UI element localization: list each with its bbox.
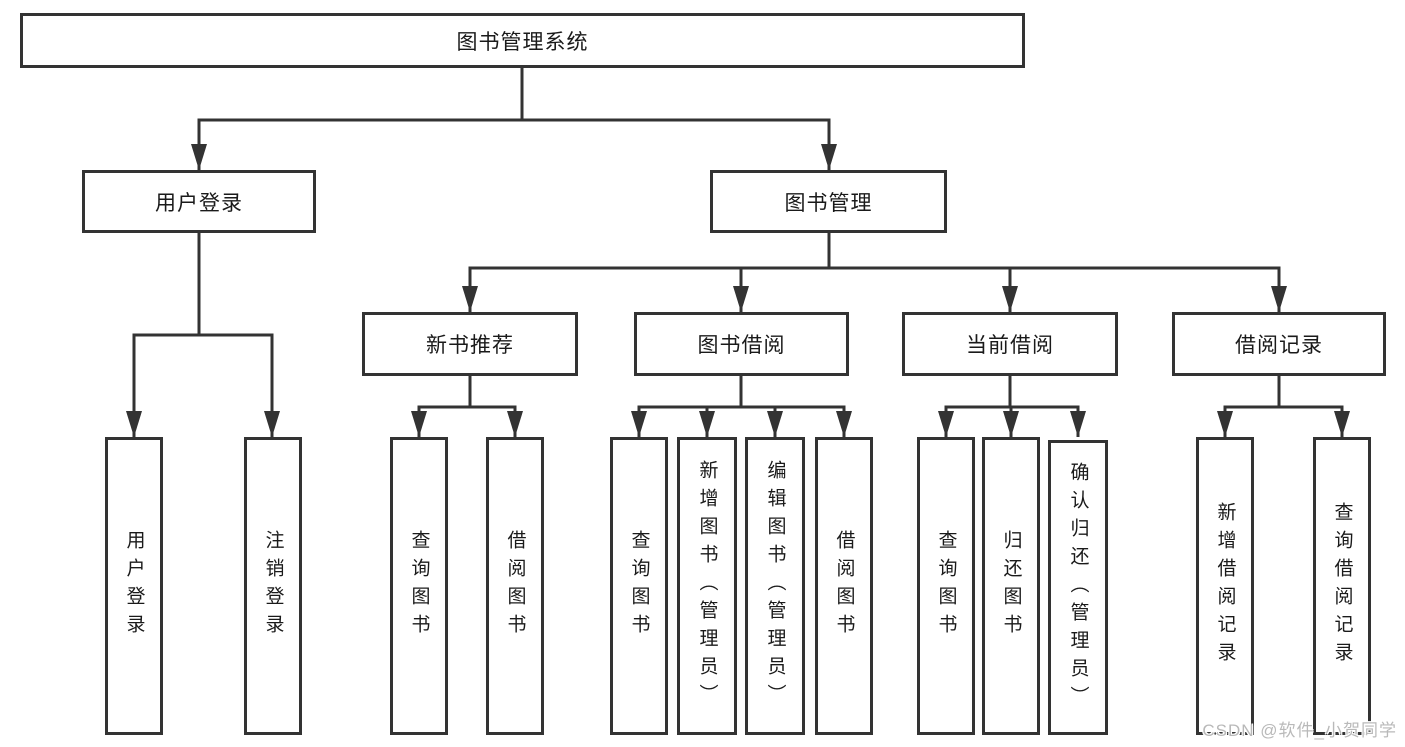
- node-label: 注销登录: [262, 530, 284, 642]
- node-book-borrow: 图书借阅: [634, 312, 849, 376]
- node-bb-query-book: 查询图书: [610, 437, 668, 735]
- node-root: 图书管理系统: [20, 13, 1025, 68]
- node-bb-borrow-book: 借阅图书: [815, 437, 873, 735]
- node-bb-add-book: 新增图书（管理员）: [677, 437, 737, 735]
- node-cb-query-book: 查询图书: [917, 437, 975, 735]
- node-label: 新增借阅记录: [1214, 502, 1236, 670]
- node-book-mgmt: 图书管理: [710, 170, 947, 233]
- node-rec-borrow-book: 借阅图书: [486, 437, 544, 735]
- node-borrow-records: 借阅记录: [1172, 312, 1386, 376]
- node-current-borrow: 当前借阅: [902, 312, 1118, 376]
- node-user-login: 用户登录: [82, 170, 316, 233]
- node-label: 查询借阅记录: [1331, 502, 1353, 670]
- node-cb-confirm-return: 确认归还（管理员）: [1048, 440, 1108, 735]
- node-label: 编辑图书（管理员）: [764, 460, 786, 712]
- node-label: 查询图书: [628, 530, 650, 642]
- node-leaf-logout: 注销登录: [244, 437, 302, 735]
- node-label: 图书管理: [784, 191, 873, 215]
- node-label: 新书推荐: [426, 334, 514, 357]
- node-label: 新增图书（管理员）: [696, 460, 718, 712]
- node-br-query-record: 查询借阅记录: [1313, 437, 1371, 735]
- node-label: 查询图书: [408, 530, 430, 642]
- node-label: 查询图书: [935, 530, 957, 642]
- node-label: 用户登录: [155, 191, 243, 215]
- node-label: 图书借阅: [697, 334, 786, 357]
- node-cb-return-book: 归还图书: [982, 437, 1040, 735]
- node-label: 图书管理系统: [456, 30, 589, 54]
- node-label: 借阅图书: [504, 530, 526, 642]
- node-label: 确认归还（管理员）: [1067, 461, 1089, 714]
- node-label: 用户登录: [123, 530, 145, 642]
- node-bb-edit-book: 编辑图书（管理员）: [745, 437, 805, 735]
- node-leaf-user-login: 用户登录: [105, 437, 163, 735]
- node-label: 借阅记录: [1235, 334, 1323, 357]
- csdn-watermark: CSDN @软件_小贺同学: [1202, 721, 1397, 740]
- node-label: 当前借阅: [966, 334, 1054, 357]
- node-label: 归还图书: [1000, 530, 1022, 642]
- node-br-add-record: 新增借阅记录: [1196, 437, 1254, 735]
- node-label: 借阅图书: [833, 530, 855, 642]
- node-rec-query-book: 查询图书: [390, 437, 448, 735]
- node-new-book-rec: 新书推荐: [362, 312, 578, 376]
